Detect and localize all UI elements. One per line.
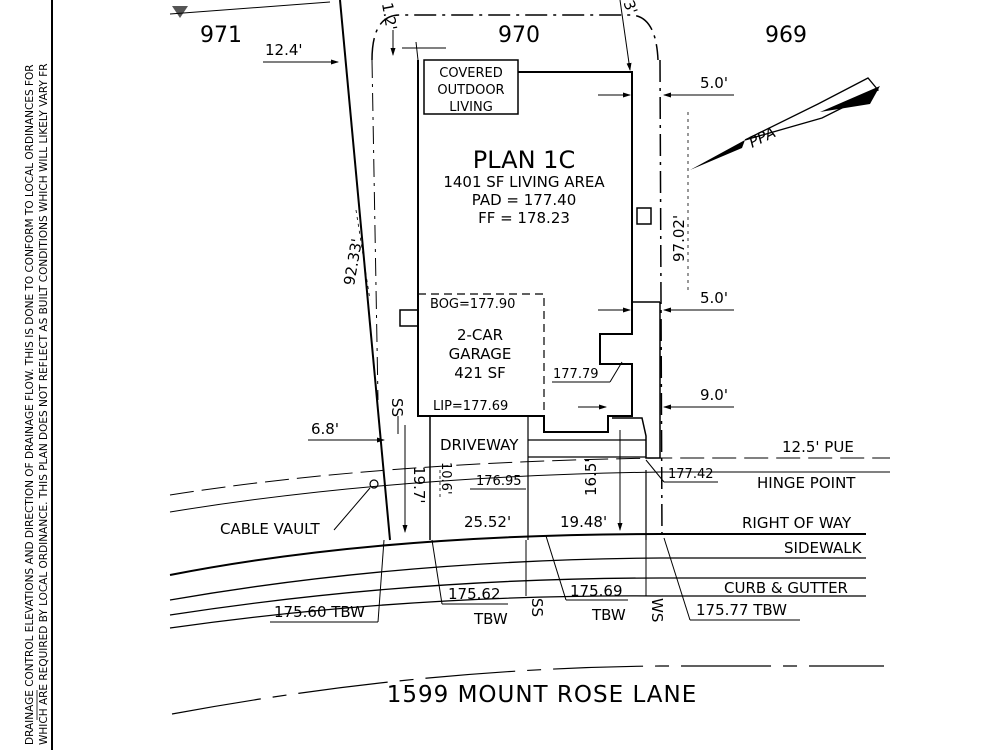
lot-971: 971 bbox=[200, 23, 242, 48]
tbw-center: 175.69 bbox=[570, 582, 623, 600]
tbw-left: 175.60 TBW bbox=[274, 603, 365, 621]
dim-frontage-left: 25.52' bbox=[464, 513, 511, 531]
dim-top-b-line bbox=[619, 0, 632, 71]
top-left-arrow bbox=[172, 6, 188, 18]
lot-969: 969 bbox=[765, 23, 807, 48]
house-wall-box bbox=[636, 207, 652, 225]
pue-label: 12.5' PUE bbox=[782, 438, 854, 456]
left-setback-line bbox=[371, 59, 379, 401]
ppa-text: PPA bbox=[746, 123, 779, 151]
street-centerline bbox=[171, 665, 884, 715]
garage-bog: BOG=177.90 bbox=[430, 297, 515, 312]
street-name: 1599 MOUNT ROSE LANE bbox=[387, 682, 698, 708]
sidewalk-label: SIDEWALK bbox=[784, 539, 863, 557]
front-step bbox=[612, 417, 661, 459]
tbw-mid-leader bbox=[431, 539, 443, 605]
dim-left-top: 12.4' bbox=[265, 41, 303, 59]
sidewalk-line bbox=[169, 557, 866, 601]
ss-upper: SS bbox=[388, 398, 406, 417]
dim-right-rear: 5.0' bbox=[700, 74, 728, 92]
right-lot-line bbox=[659, 59, 663, 541]
house-footprint bbox=[417, 71, 633, 433]
dim-top-a: 1.2' bbox=[378, 1, 401, 32]
garage-line1: 2-CAR bbox=[457, 326, 503, 344]
cable-vault-symbol bbox=[369, 479, 379, 489]
dim-right-depth: 97.02' bbox=[670, 215, 688, 262]
vertical-note-line2: WHICH ARE REQUIRED BY LOCAL ORDINANCE. T… bbox=[38, 63, 50, 745]
covered-outdoor-line3: LIVING bbox=[449, 100, 493, 115]
driveway-label: DRIVEWAY bbox=[440, 436, 519, 454]
lot-970: 970 bbox=[498, 23, 540, 48]
dim-right-front: 9.0' bbox=[700, 386, 728, 404]
tbw-center-suffix: TBW bbox=[591, 606, 626, 624]
dim-left-depth: 92.33' bbox=[340, 237, 366, 286]
garage-line3: 421 SF bbox=[454, 364, 506, 382]
vertical-note-line1: DRAINAGE CONTROL ELEVATIONS AND DIRECTIO… bbox=[24, 64, 36, 745]
tbw-right: 175.77 TBW bbox=[696, 601, 787, 619]
pue-line bbox=[169, 457, 890, 496]
ws-label: WS bbox=[648, 598, 666, 622]
elev-drive-right: 177.42 bbox=[668, 467, 714, 482]
ss-lower: SS bbox=[528, 598, 546, 617]
curb-line bbox=[169, 577, 866, 616]
dim-right-side: 5.0' bbox=[700, 289, 728, 307]
tbw-left-leader bbox=[377, 539, 385, 623]
dim-left-drive: 19.7' bbox=[410, 466, 428, 504]
covered-outdoor-box bbox=[423, 59, 519, 115]
garage-line2: GARAGE bbox=[449, 345, 512, 363]
elev-drive-right-line bbox=[645, 459, 665, 483]
tbw-mid: 175.62 bbox=[448, 585, 501, 603]
plan-title: PLAN 1C bbox=[473, 146, 575, 174]
dim-frontage-right: 19.48' bbox=[560, 513, 607, 531]
left-lot-line bbox=[339, 0, 391, 541]
dim-top-arrow-vert bbox=[415, 41, 419, 61]
dim-left-front: 6.8' bbox=[311, 420, 339, 438]
top-left-leader bbox=[169, 1, 331, 15]
ff-elevation: FF = 178.23 bbox=[478, 209, 570, 227]
tbw-mid-suffix: TBW bbox=[473, 610, 508, 628]
cable-vault-label: CABLE VAULT bbox=[220, 520, 320, 538]
covered-outdoor-line1: COVERED bbox=[439, 66, 502, 81]
tbw-right-leader bbox=[663, 537, 691, 621]
dim-left-depth-line bbox=[355, 209, 371, 301]
tbw-center-leader bbox=[545, 535, 567, 601]
garage-outline bbox=[418, 293, 545, 416]
dim-drive-depth: 10.6' bbox=[438, 462, 453, 495]
living-area: 1401 SF LIVING AREA bbox=[443, 173, 605, 191]
top-lot-curve bbox=[371, 14, 659, 61]
gutter-line bbox=[169, 595, 866, 629]
covered-outdoor-line2: OUTDOOR bbox=[437, 83, 504, 98]
right-of-way-line bbox=[169, 533, 866, 576]
hinge-line bbox=[169, 471, 890, 513]
dim-top-b: 3' bbox=[619, 0, 641, 17]
house-left-box bbox=[399, 309, 419, 327]
pad-elevation: PAD = 177.40 bbox=[472, 191, 577, 209]
hinge-label: HINGE POINT bbox=[757, 474, 856, 492]
curb-gutter-label: CURB & GUTTER bbox=[724, 579, 848, 597]
dim-front-setback: 16.5' bbox=[582, 458, 600, 496]
cable-vault-leader bbox=[333, 487, 371, 531]
garage-lip: LIP=177.69 bbox=[433, 399, 508, 414]
porch-leader-b bbox=[609, 361, 623, 383]
right-of-way-label: RIGHT OF WAY bbox=[742, 514, 852, 532]
porch-elevation: 177.79 bbox=[553, 367, 599, 382]
